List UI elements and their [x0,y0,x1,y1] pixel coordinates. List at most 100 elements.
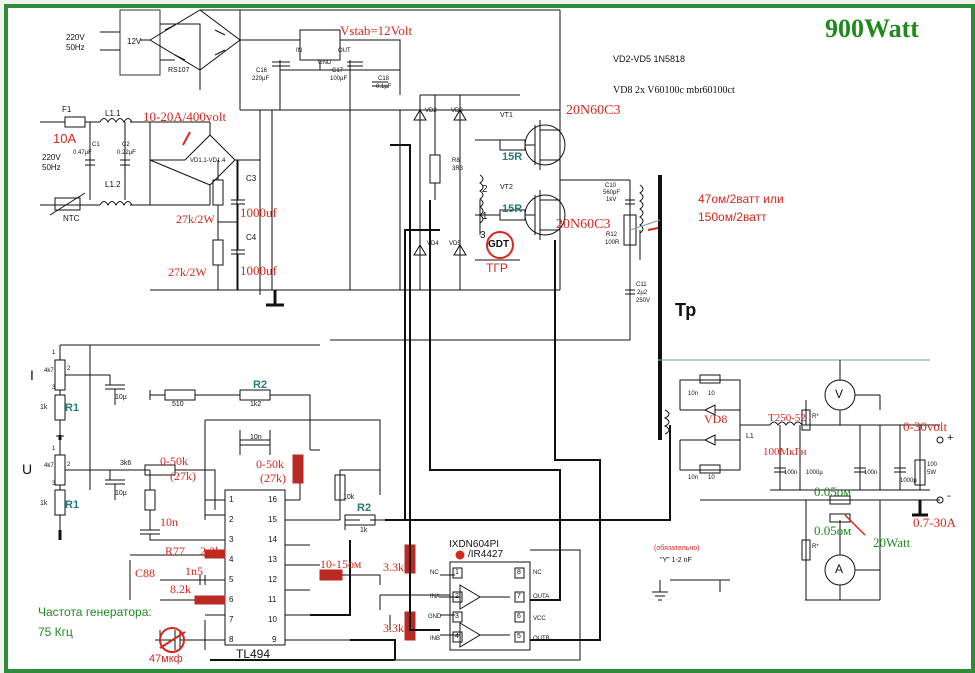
winding-1: 1 [482,211,488,222]
label-gnd: GND [318,60,332,66]
y-cap-note: "Y" 1-2 nF [660,557,692,564]
label-c11kv: 250V [636,298,651,304]
pot-i-pin-2: 2 [67,366,71,372]
label-ntc: NTC [63,214,80,223]
label-c10: C10 [605,183,617,189]
label-gnd2: GND [428,614,442,620]
label-inb: INB [430,636,441,642]
label-3k6: 3k6 [120,460,132,467]
tgr-label: ТГР [486,261,508,275]
label-vcc: VCC [533,616,546,622]
label-4k7a: 4k7 [44,368,54,374]
shunt-label: 0.05ом [814,484,852,499]
label-nc2: NC [533,570,542,576]
mains-freq-top: 50Hz [66,43,85,52]
label-outa: OUTA [533,594,550,600]
vd8-note: VD8 2x V60100c mbr60100ct [613,85,735,96]
pot-i-pin-3: 3 [52,385,56,391]
label-current-pot: I [30,367,34,383]
mains-input [40,110,560,307]
timing-cap-label: 47мкф [149,653,183,665]
label-c18: C18 [378,76,390,82]
output-minus: - [947,490,951,502]
r-27k-bottom: 27k/2W [168,265,207,279]
label-1000u: 1000µ [806,470,823,476]
mains-voltage-top: 220V [66,33,85,42]
label-r1a: R1 [65,402,80,414]
pin-7: 7 [229,615,234,624]
choke-label: T250-52 [768,412,806,424]
drv-pin-1: 1 [455,569,459,576]
r-10-15-label: 10-15ом [320,557,362,571]
drv-pin-7: 7 [517,593,521,600]
c88-label: C88 [135,566,156,580]
pot-u-pin-3: 3 [52,481,56,487]
drv-pin-4: 4 [455,633,459,640]
pot-i-pin-1: 1 [52,350,56,356]
label-1000u-b: 1000µ [900,478,917,484]
pin-12: 12 [268,575,277,584]
drv-pin-2: 2 [455,593,459,600]
label-vd1: VD1.1-VD1.4 [190,158,226,164]
r-27k-a: (27k) [170,469,196,483]
label-1ka: 1k [40,404,48,411]
osc-freq-label: Частота генератора: [38,605,152,619]
label-f1: F1 [62,105,72,114]
vd8-label: VD8 [704,412,728,426]
driver-ic-label: IXDN604PI [449,539,500,550]
r-050k-a: 0-50k [160,454,188,468]
output-plus: + [947,432,954,444]
label-510: 510 [172,401,184,408]
label-10k: 10k [343,494,355,501]
label-vd2: VD2 [425,108,437,114]
gdt-label: GDT [488,239,510,250]
label-15r-b: 15R [502,203,523,215]
drv-pin-3: 3 [455,613,459,620]
label-c16v: 220µF [252,76,270,82]
pot-u-pin-2: 2 [67,462,71,468]
bridge-rating: 10-20A/400volt [143,109,227,124]
voltmeter-label: V [835,387,844,401]
label-in: IN [296,48,302,54]
label-r1b: R1 [65,499,80,511]
gate-wires [210,144,671,661]
pin-13: 13 [268,555,277,564]
mosfet-bottom-label: 20N60C3 [556,217,611,232]
r-22k-label: 2.2k [200,544,221,558]
label-c10kv: 1kV [606,197,617,203]
label-1k: 1k [360,527,368,534]
label-r2a: R2 [253,379,268,391]
label-vd4: VD4 [427,241,439,247]
label-l1: L1 [746,433,754,440]
label-c17: C17 [332,68,344,74]
snubber-label-alt: 150ом/2ватт [698,210,767,224]
osc-freq-value: 75 Кгц [38,625,73,639]
label-rs107: RS107 [168,67,190,74]
label-out: OUT [338,48,351,54]
pin-8: 8 [229,635,234,644]
driver-ic-alt: /IR4427 [468,549,504,560]
label-c17v: 100µF [330,76,348,82]
label-c11v: 2µ2 [637,290,648,296]
label-100n-a: 100n [784,470,798,476]
gate-driver [342,549,581,661]
label-10u-a: 10µ [115,394,127,401]
r-33k-a: 3.3k [383,560,404,574]
label-5w: 5W [927,470,936,476]
winding-3: 3 [480,230,486,241]
pot-u-pin-1: 1 [52,446,56,452]
pin-11: 11 [268,595,277,604]
label-voltage-pot: U [22,461,33,477]
drv-pin-6: 6 [517,613,521,620]
label-10-b: 10 [708,475,715,481]
pin-2: 2 [229,515,234,524]
pin-3: 3 [229,535,234,544]
label-c4: C4 [246,233,257,242]
output-voltage: 0-30volt [903,419,948,434]
fuse-rating: 10A [53,131,77,146]
half-bridge [330,94,644,341]
r-33k-b: 3.3k [383,621,404,635]
diodes-note: VD2-VD5 1N5818 [613,54,686,64]
label-c2: C2 [122,142,130,148]
